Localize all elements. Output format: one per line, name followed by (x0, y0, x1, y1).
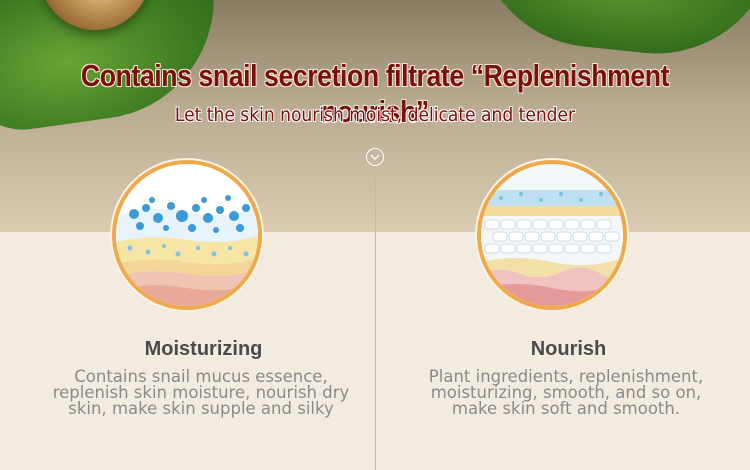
nourish-illustration (477, 160, 627, 310)
chevron-down-icon (366, 148, 384, 166)
column-divider (375, 168, 376, 470)
banner-title: Contains snail secretion filtrate “Reple… (80, 58, 670, 129)
feature-description-moisturizing: Contains snail mucus essence, replenish … (52, 367, 350, 418)
leaf-image-right (464, 0, 750, 66)
moisturizing-illustration (112, 160, 262, 310)
feature-label-moisturizing: Moisturizing (144, 338, 263, 360)
banner-subtitle: Let the skin nourish moist, delicate and… (174, 104, 576, 126)
feature-label-nourish: Nourish (530, 338, 607, 360)
feature-description-nourish: Plant ingredients, replenishment, moistu… (428, 367, 704, 418)
